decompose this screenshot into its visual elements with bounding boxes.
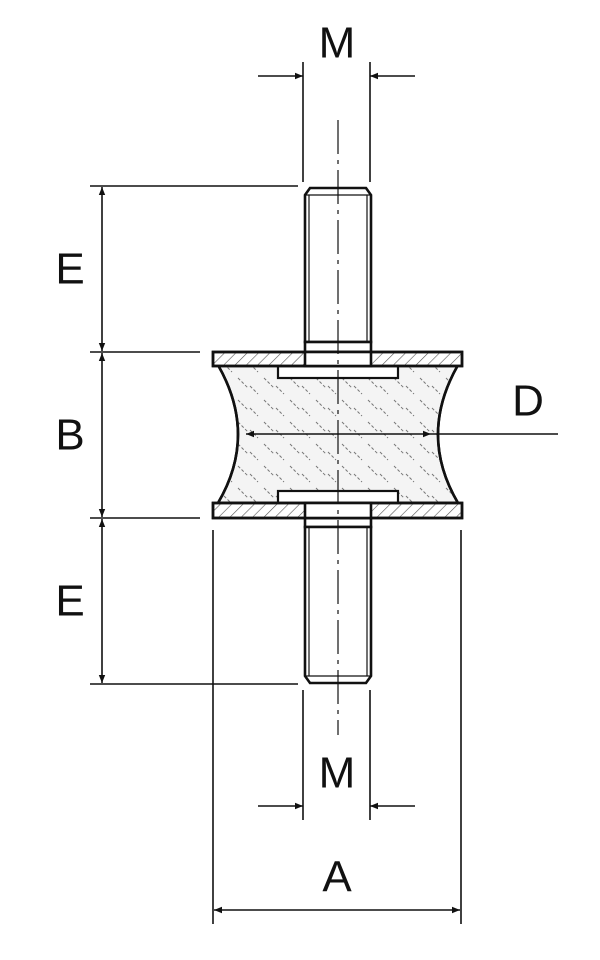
dimension-a xyxy=(212,530,462,924)
label-e-top: E xyxy=(55,245,84,294)
dimension-m-bottom xyxy=(258,690,415,820)
dimension-e-bottom xyxy=(90,519,298,685)
label-a: A xyxy=(322,853,352,902)
label-e-bottom: E xyxy=(55,577,84,626)
label-m-top: M xyxy=(319,19,356,68)
label-b: B xyxy=(55,411,84,460)
dimension-e-top xyxy=(90,185,298,353)
dimension-m-top xyxy=(258,62,415,182)
label-m-bottom: M xyxy=(319,749,356,798)
label-d: D xyxy=(512,377,544,426)
dimension-b xyxy=(90,353,200,519)
rubber-body xyxy=(215,363,461,505)
